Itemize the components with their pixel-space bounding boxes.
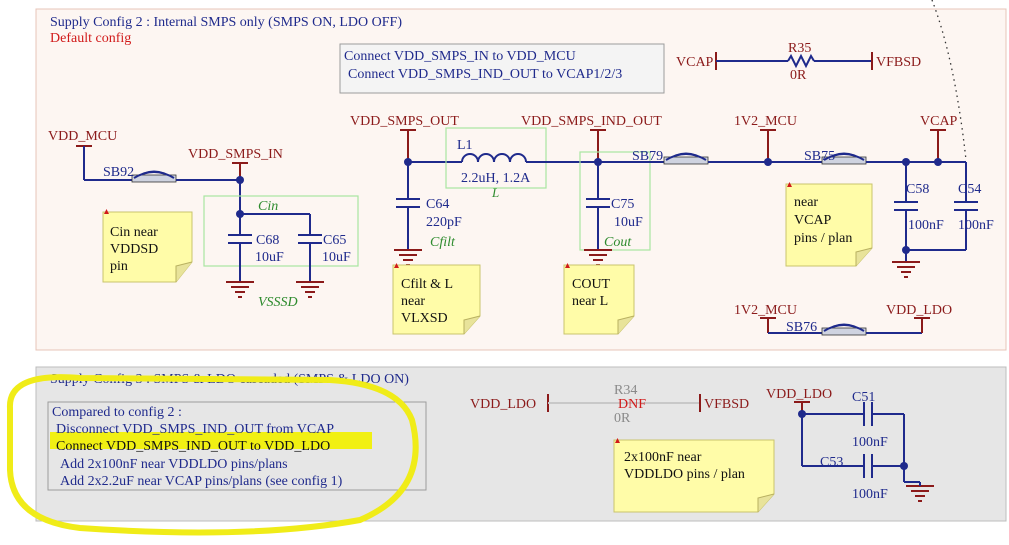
net-1v2-mcu-2: 1V2_MCU [734,303,797,318]
vsssd-label: VSSSD [258,295,298,310]
note-cfilt: Cfilt & L near VLXSD [392,263,481,335]
compare-box: Compared to config 2 : Disconnect VDD_SM… [47,401,427,491]
c68-ref: C68 [256,233,279,248]
cout-group-box [579,151,651,251]
c64-ref: C64 [426,197,449,212]
note-2x100nf-line-1: 2x100nF near [624,450,702,465]
c68-value: 10uF [255,250,284,265]
note-cin-line-3: pin [110,259,128,274]
compare-line-4: Add 2x100nF near VDDLDO pins/plans [60,457,288,472]
c58-ref: C58 [906,182,929,197]
section1-title: Supply Config 2 : Internal SMPS only (SM… [50,15,402,30]
ldo-bridge-network: 1V2_MCU SB76 VDD_LDO [734,303,952,336]
r34-value: 0R [614,411,631,426]
note-vcap-line-1: near [794,195,818,210]
l-group-box [445,127,547,189]
r35-resistor: VCAP R35 0R VFBSD [676,41,921,83]
cout-label: Cout [604,235,632,250]
net-vdd-smps-out: VDD_SMPS_OUT [350,114,459,129]
net-vdd-ldo-left: VDD_LDO [470,397,536,412]
note-cfilt-line-2: near [401,294,425,309]
net-vdd-mcu: VDD_MCU [48,129,117,144]
c58-value: 100nF [908,218,944,233]
c65-value: 10uF [322,250,351,265]
l-group-label: L [491,185,499,200]
c75-ref: C75 [611,197,634,212]
vcap-network: 1V2_MCU SB75 VCAP C58 100nF C54 100nF [734,114,994,278]
c65-ref: C65 [323,233,346,248]
note-near-vcap: near VCAP pins / plan [785,182,873,267]
l1-ref: L1 [457,138,473,153]
cin-group-label: Cin [258,199,278,214]
info-line-1: Connect VDD_SMPS_IN to VDD_MCU [344,49,576,64]
note-2x100nf: 2x100nF near VDDLDO pins / plan [613,438,775,513]
sb75-label: SB75 [804,149,835,164]
r34-dnf: DNF [618,397,646,412]
net-1v2-mcu: 1V2_MCU [734,114,797,129]
net-vcap: VCAP [920,114,958,129]
section-supply-config-2: Supply Config 2 : Internal SMPS only (SM… [35,0,1007,351]
highlight-bar [50,432,372,449]
smps-output-network: VDD_SMPS_OUT L1 2.2uH, 1.2A L C64 220pF … [350,114,598,266]
r35-ref: R35 [788,41,811,56]
r34-resistor: VDD_LDO R34 DNF 0R VFBSD [470,383,749,426]
note-vcap-line-3: pins / plan [794,231,852,246]
c75-value: 10uF [614,215,643,230]
note-cout-line-2: near L [572,294,608,309]
net-vfbsd: VFBSD [876,55,921,70]
r35-value: 0R [790,68,807,83]
net-vdd-smps-ind-out: VDD_SMPS_IND_OUT [521,114,662,129]
l1-value: 2.2uH, 1.2A [461,171,531,186]
sb76-label: SB76 [786,320,817,335]
dotted-connector [931,0,967,161]
note-cfilt-line-1: Cfilt & L [401,277,453,292]
cin-group-box [203,195,359,267]
net-vdd-ldo: VDD_LDO [886,303,952,318]
input-network: VDD_MCU SB92 VDD_SMPS_IN Cin C68 10uF [48,129,359,310]
compare-line-3: Connect VDD_SMPS_IND_OUT to VDD_LDO [56,439,330,454]
compare-line-1: Compared to config 2 : [52,405,182,420]
c51-value: 100nF [852,435,888,450]
c51-ref: C51 [852,390,875,405]
ind-output-network: VDD_SMPS_IND_OUT C75 10uF Cout SB79 [521,114,822,266]
c54-ref: C54 [958,182,981,197]
note-vcap-line-2: VCAP [794,213,832,228]
l1-inductor [461,153,527,163]
info-box: Connect VDD_SMPS_IN to VDD_MCU Connect V… [339,43,665,94]
sb79-label: SB79 [632,149,663,164]
note-cin-line-1: Cin near [110,225,158,240]
note-cout: COUT near L [563,263,635,335]
note-cin-line-2: VDDSD [110,242,158,257]
r34-ref: R34 [614,383,637,398]
c54-value: 100nF [958,218,994,233]
section1-subtitle: Default config [50,31,131,46]
compare-line-2: Disconnect VDD_SMPS_IND_OUT from VCAP [56,422,334,437]
cfilt-label: Cfilt [430,235,456,250]
highlight-circle [7,374,419,536]
info-line-2: Connect VDD_SMPS_IND_OUT to VCAP1/2/3 [348,67,622,82]
net-vdd-ldo-right: VDD_LDO [766,387,832,402]
note-cfilt-line-3: VLXSD [401,311,448,326]
c64-value: 220pF [426,215,462,230]
compare-line-5: Add 2x2.2uF near VCAP pins/plans (see co… [60,474,343,489]
net-vfbsd-2: VFBSD [704,397,749,412]
net-vdd-smps-in: VDD_SMPS_IN [188,147,283,162]
section-supply-config-3: Supply Config 3 : SMPS & LDO cascaded (S… [7,366,1007,536]
sb92-label: SB92 [103,165,134,180]
c53-ref: C53 [820,455,843,470]
ldo-caps-network: VDD_LDO C51 100nF C53 100nF [766,387,935,502]
c53-value: 100nF [852,487,888,502]
note-cout-line-1: COUT [572,277,611,292]
net-vcap-r35: VCAP [676,55,714,70]
note-2x100nf-line-2: VDDLDO pins / plan [624,467,745,482]
note-cin: Cin near VDDSD pin [102,209,193,283]
